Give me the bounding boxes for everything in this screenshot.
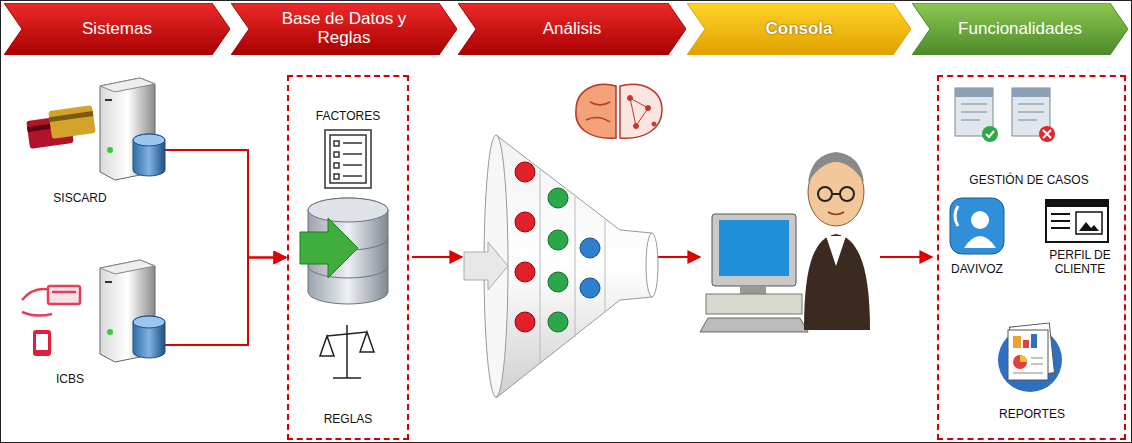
stage-banner: Sistemas: [4, 3, 230, 55]
flow-arrow: [656, 256, 700, 258]
group-box: GESTIÓN DE CASOS DAVIVOZ PERFIL DE CLIENTE…: [937, 75, 1126, 440]
system-node: ICBS: [15, 255, 165, 395]
report-icon: [998, 323, 1062, 392]
card-hand-icon: [22, 286, 80, 316]
node-label: SISCARD: [40, 192, 120, 206]
server-icon: [100, 260, 165, 362]
node-label: ICBS: [35, 373, 105, 387]
node-label: PERFIL DE CLIENTE: [1039, 249, 1121, 277]
connector: [165, 150, 286, 258]
brain-icon: [576, 84, 662, 138]
flow-arrow: [880, 256, 932, 258]
stage-banner: Consola: [687, 3, 911, 55]
person-icon: [804, 152, 870, 330]
document-icon: [955, 88, 1055, 142]
banner-title: Análisis: [480, 3, 664, 55]
node-label: DAVIVOZ: [941, 263, 1013, 277]
stage-banner: Análisis: [458, 3, 686, 55]
banner-title: Sistemas: [26, 3, 208, 55]
node-label: REPORTES: [989, 408, 1075, 422]
node-label: GESTIÓN DE CASOS: [949, 174, 1109, 188]
flow-arrow: [412, 256, 462, 258]
stage-banner: Funcionalidades: [912, 3, 1128, 55]
banner-title: Consola: [709, 3, 889, 55]
voice-icon: [950, 198, 1004, 254]
banner-title: Base de Datos y Reglas: [253, 3, 435, 55]
scale-icon: [320, 325, 374, 378]
phone-icon: [33, 330, 51, 356]
server-icon: [100, 78, 165, 180]
stage-banner: Base de Datos y Reglas: [231, 3, 457, 55]
system-node: SISCARD: [25, 75, 165, 210]
credit-cards: [26, 105, 95, 149]
connector: [165, 258, 286, 346]
list-icon: [325, 130, 371, 188]
profile-icon: [1046, 200, 1108, 242]
node-label: FACTORES: [293, 110, 403, 124]
funnel-icon: [464, 135, 658, 398]
banner-title: Funcionalidades: [934, 3, 1106, 55]
group-box: FACTORES REGLAS: [287, 75, 409, 440]
computer-icon: [700, 214, 808, 332]
node-label: REGLAS: [293, 413, 403, 427]
database-icon: [300, 198, 388, 304]
